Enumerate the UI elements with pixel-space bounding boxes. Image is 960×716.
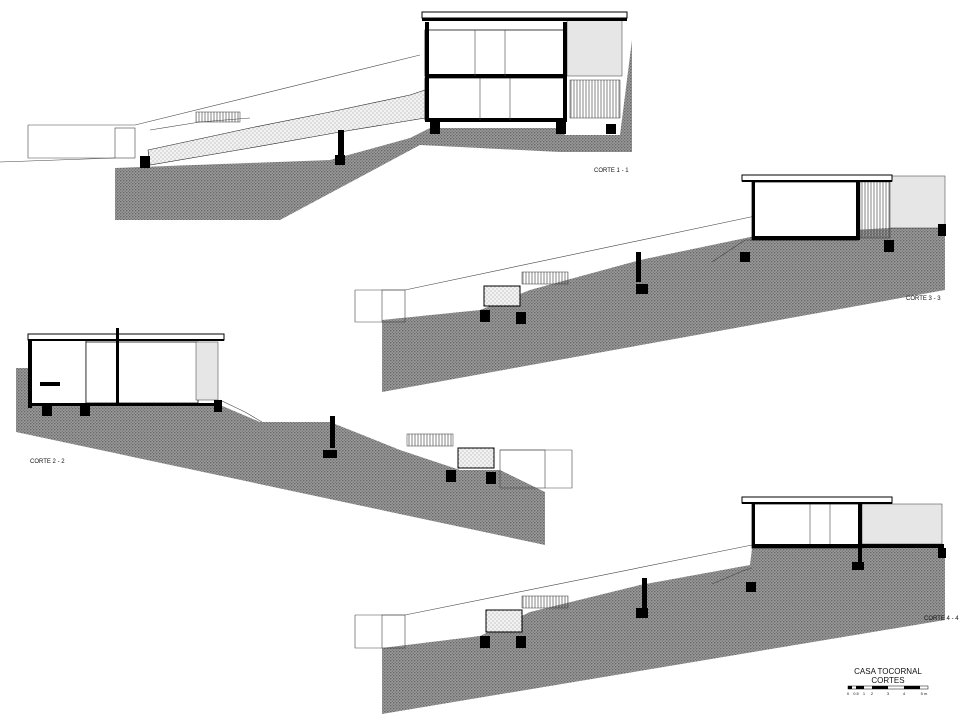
section-1-house-upper — [424, 29, 566, 77]
section-1-stair — [569, 79, 621, 119]
scale-tick-label: 4 — [903, 691, 906, 696]
section-1-house-lower — [424, 77, 566, 121]
section-2-2: CORTE 2 - 2 — [16, 328, 573, 545]
scale-tick-label: 3 — [887, 691, 890, 696]
scale-tick-label: 0 — [847, 691, 850, 696]
section-1-1: CORTE 1 - 1 — [0, 11, 632, 220]
title: CASA TOCORNAL — [854, 667, 922, 676]
scale-bar — [847, 685, 929, 690]
section-3-house — [751, 181, 859, 241]
section-2-house-right — [85, 341, 199, 404]
section-4-house — [751, 503, 863, 549]
section-4-left-wall — [381, 614, 406, 649]
section-1-ground — [115, 40, 632, 220]
section-2-railing — [406, 433, 454, 447]
section-3-planter — [483, 285, 521, 307]
scale-tick-label: 0.5 — [853, 691, 859, 696]
section-3-railing — [521, 271, 569, 285]
section-4-planter — [485, 609, 523, 633]
section-4-label: CORTE 4 - 4 — [924, 616, 959, 622]
section-1-left-wall — [114, 127, 136, 159]
section-3-3: CORTE 3 - 3 — [354, 174, 946, 392]
section-3-label: CORTE 3 - 3 — [906, 296, 941, 302]
section-4-railing — [521, 595, 569, 609]
section-3-left-wall — [381, 289, 406, 323]
section-2-right-wall — [499, 449, 546, 489]
section-2-ground — [16, 368, 545, 545]
section-1-label: CORTE 1 - 1 — [594, 168, 629, 174]
section-3-glazing — [889, 175, 946, 229]
section-2-label: CORTE 2 - 2 — [30, 459, 65, 465]
section-2-house-left — [29, 339, 87, 406]
section-1-roof — [421, 11, 628, 19]
scale-tick-label: 5 m — [921, 691, 928, 696]
subtitle: CORTES — [871, 676, 904, 685]
section-3-stair — [859, 181, 891, 239]
section-3-ground — [382, 225, 945, 392]
section-4-glazing — [861, 503, 943, 545]
section-4-4: CORTE 4 - 4 — [354, 496, 959, 714]
section-4-ground — [382, 548, 945, 714]
section-1-railing — [195, 111, 241, 123]
section-1-glazing — [566, 17, 623, 77]
section-2-glazing — [195, 341, 219, 401]
scale-tick-label: 1 — [863, 691, 866, 696]
scale-tick-label: 2 — [871, 691, 874, 696]
section-2-planter — [457, 447, 495, 469]
